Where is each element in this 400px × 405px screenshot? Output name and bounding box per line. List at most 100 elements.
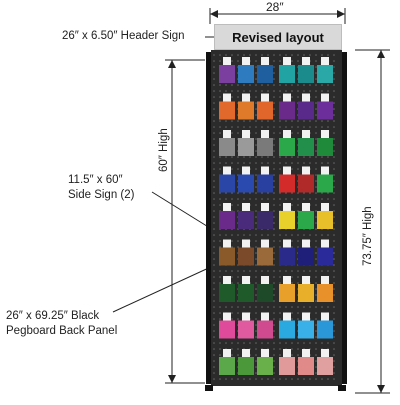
pegboard-hole [255,306,257,308]
pegboard-hole [321,126,323,128]
pegboard-hole [315,66,317,68]
pegboard-hole [219,96,221,98]
pegboard-hole [219,342,221,344]
pegboard-hole [273,156,275,158]
pegboard-hole [291,126,293,128]
pegboard-hole [291,270,293,272]
pegboard-hole [309,306,311,308]
pegboard-hole [225,198,227,200]
product-package [238,101,254,120]
pegboard-hole [333,150,335,152]
pegboard-hole [291,306,293,308]
pegboard-hole [279,162,281,164]
pegboard-hole [291,120,293,122]
pegboard-hole [279,168,281,170]
pegboard-hole [249,234,251,236]
pegboard-hole [267,90,269,92]
pegboard-hole [321,198,323,200]
pegboard-hole [333,372,335,374]
pegboard-hole [309,192,311,194]
pegboard-hole [213,216,215,218]
pegboard-hole [315,264,317,266]
pegboard-hole [255,102,257,104]
pegboard-hole [231,270,233,272]
product-label-tag [321,203,329,212]
pegboard-hole [255,150,257,152]
pegboard-hole [243,342,245,344]
pegboard-hole [213,78,215,80]
pegboard-hole [273,180,275,182]
pegboard-hole [255,204,257,206]
pegboard-hole [321,84,323,86]
pegboard-hole [297,156,299,158]
pegboard-hole [261,342,263,344]
pegboard-hole [255,72,257,74]
pegboard-hole [249,270,251,272]
pegboard-hole [309,378,311,380]
pegboard-hole [315,78,317,80]
product-package [219,65,235,83]
pegboard-hole [213,264,215,266]
product-package [257,174,273,193]
pegboard-hole [279,84,281,86]
product-label-tag [283,239,291,249]
pegboard-hole [213,120,215,122]
pegboard-hole [237,276,239,278]
pegboard-hole [213,330,215,332]
pegboard-hole [333,312,335,314]
pegboard-hole [237,246,239,248]
pegboard-hole [231,240,233,242]
pegboard-hole [249,120,251,122]
pegboard-hole [219,132,221,134]
pegboard-hole [297,168,299,170]
pegboard-hole [327,306,329,308]
pegboard-hole [231,312,233,314]
pegboard-hole [333,282,335,284]
pegboard-hole [249,378,251,380]
pegboard-hole [273,144,275,146]
pegboard-hole [231,234,233,236]
pegboard-hole [237,162,239,164]
pegboard-hole [243,198,245,200]
product-label-tag [302,349,310,358]
pegboard-hole [279,246,281,248]
pegboard-hole [261,90,263,92]
pegboard-hole [231,354,233,356]
pegboard-hole [213,318,215,320]
pegboard-hole [255,366,257,368]
pegboard-hole [261,270,263,272]
pegboard-hole [267,198,269,200]
product-label-tag [223,130,231,139]
product-package [298,247,314,266]
pegboard-hole [297,204,299,206]
pegboard-hole [237,84,239,86]
product-package [317,211,333,229]
product-label-tag [223,349,231,358]
product-label-tag [223,166,231,176]
pegboard-hole [213,306,215,308]
product-package [219,211,235,229]
pegboard-hole [213,270,215,272]
pegboard-hole [249,156,251,158]
arrow-width-left [210,10,218,18]
product-label-tag [242,166,250,176]
pegboard-hole [273,270,275,272]
pegboard-hole [213,360,215,362]
product-package [238,357,254,375]
pegboard-hole [297,312,299,314]
pegboard-hole [315,300,317,302]
pegboard-hole [315,120,317,122]
pegboard-hole [231,84,233,86]
pegboard-hole [255,66,257,68]
pegboard-hole [273,378,275,380]
product-label-tag [283,349,291,358]
pegboard-hole [273,120,275,122]
pegboard-hole [225,192,227,194]
pegboard-hole [273,72,275,74]
product-label-tag [261,276,269,285]
pegboard-hole [315,276,317,278]
pegboard-hole [315,294,317,296]
pegboard-hole [237,318,239,320]
arrow-width-right [337,10,345,18]
pegboard-hole [291,378,293,380]
